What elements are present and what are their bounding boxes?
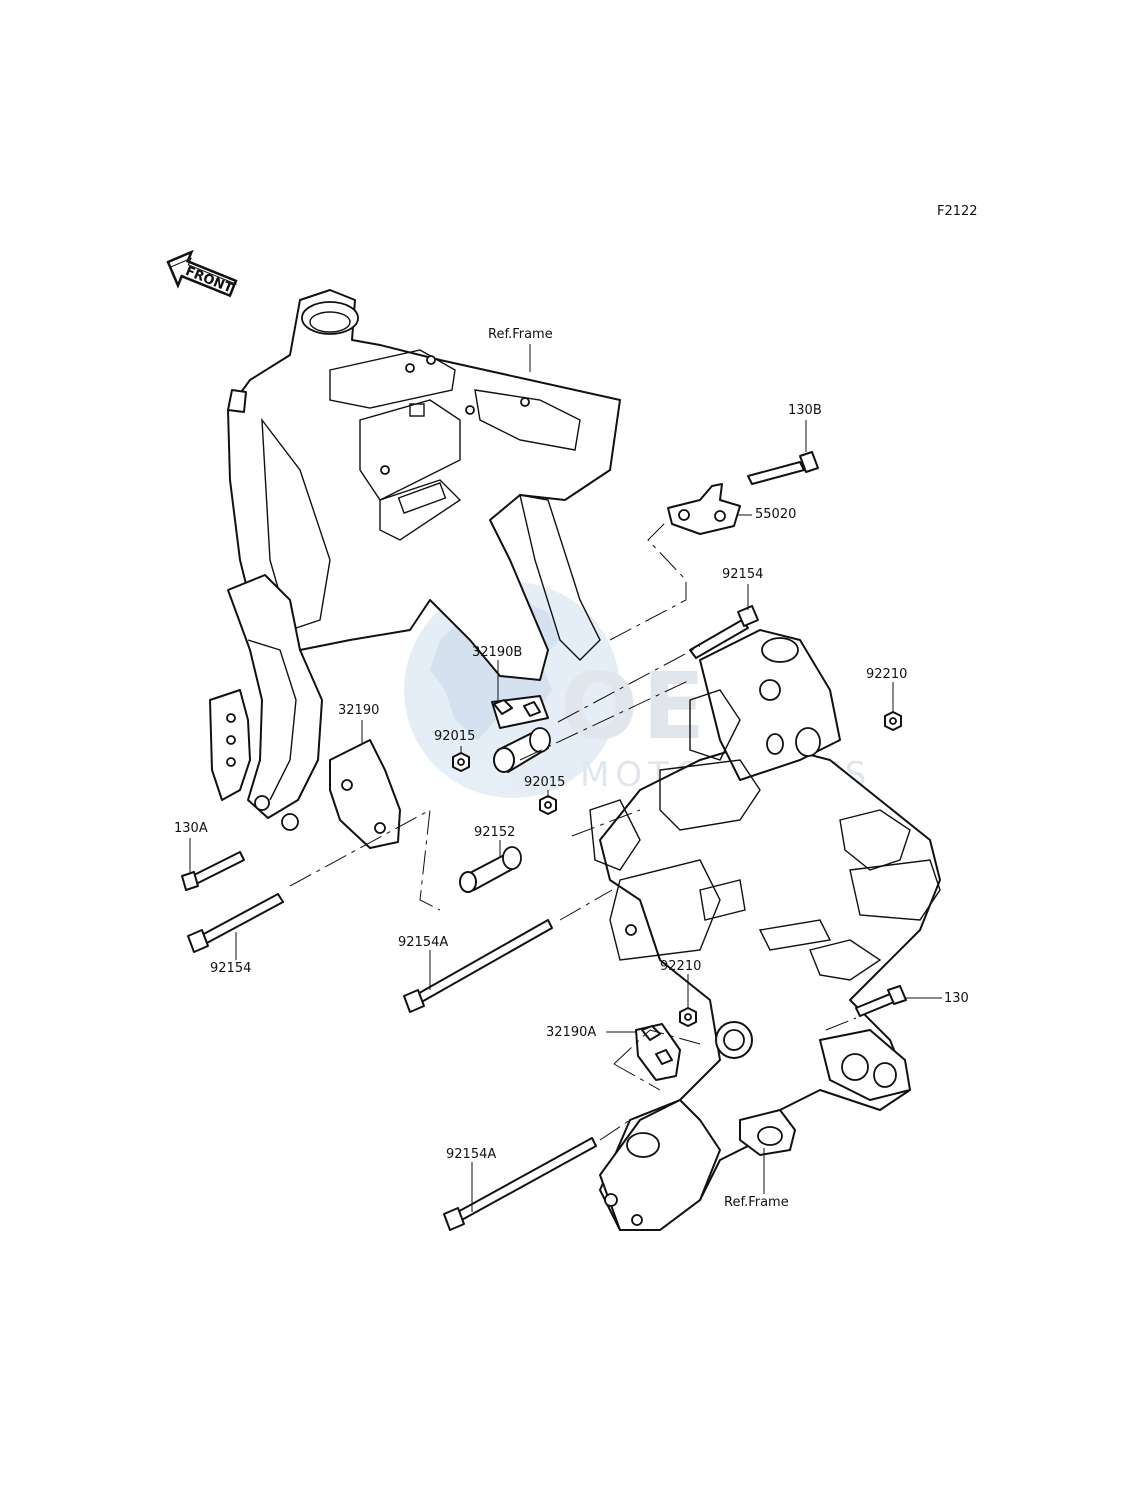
label-32190A: 32190A bbox=[546, 1025, 596, 1040]
label-130A: 130A bbox=[174, 821, 208, 836]
main-frame bbox=[209, 289, 621, 831]
label-92154-left: 92154 bbox=[210, 961, 251, 976]
bracket-32190B bbox=[491, 695, 549, 729]
assembly-lines bbox=[289, 519, 857, 1141]
front-arrow-icon: FRONT bbox=[166, 249, 238, 298]
label-32190B: 32190B bbox=[472, 645, 522, 660]
label-92015-right: 92015 bbox=[524, 775, 565, 790]
ref-frame-bottom-label: Ref.Frame bbox=[724, 1195, 789, 1210]
label-92154A-mid: 92154A bbox=[398, 935, 448, 950]
label-92015-left: 92015 bbox=[434, 729, 475, 744]
spacer-collar bbox=[493, 727, 551, 773]
label-92154A-bottom: 92154A bbox=[446, 1147, 496, 1162]
label-55020: 55020 bbox=[755, 507, 796, 522]
bolt-130 bbox=[855, 985, 907, 1017]
bolt-130A bbox=[181, 851, 245, 891]
bolt-130B bbox=[747, 451, 819, 485]
label-92210-lower: 92210 bbox=[660, 959, 701, 974]
figure-code: F2122 bbox=[937, 204, 978, 219]
leader-lines bbox=[189, 344, 942, 1212]
label-92152: 92152 bbox=[474, 825, 515, 840]
nut-92210-lower bbox=[679, 1007, 697, 1027]
bolt-92154A-mid bbox=[403, 919, 553, 1013]
bracket-32190A bbox=[635, 1023, 681, 1081]
ref-frame-top-label: Ref.Frame bbox=[488, 327, 553, 342]
label-92154-top: 92154 bbox=[722, 567, 763, 582]
label-130: 130 bbox=[944, 991, 969, 1006]
nut-92015-right bbox=[539, 795, 557, 815]
bolt-92154A-bottom bbox=[443, 1137, 597, 1231]
labels: Ref.Frame 130B 55020 92154 92210 32190B … bbox=[174, 327, 969, 1210]
bolt-92154-left bbox=[187, 893, 284, 953]
bolt-92154-top bbox=[689, 605, 759, 659]
engine-block bbox=[589, 629, 941, 1231]
nut-92015-left bbox=[452, 752, 470, 772]
label-130B: 130B bbox=[788, 403, 822, 418]
label-32190: 32190 bbox=[338, 703, 379, 718]
bracket-32190 bbox=[329, 739, 401, 849]
collar-92152 bbox=[459, 846, 522, 893]
label-92210-right: 92210 bbox=[866, 667, 907, 682]
nut-92210-right bbox=[884, 711, 902, 731]
plate-55020 bbox=[667, 483, 741, 535]
